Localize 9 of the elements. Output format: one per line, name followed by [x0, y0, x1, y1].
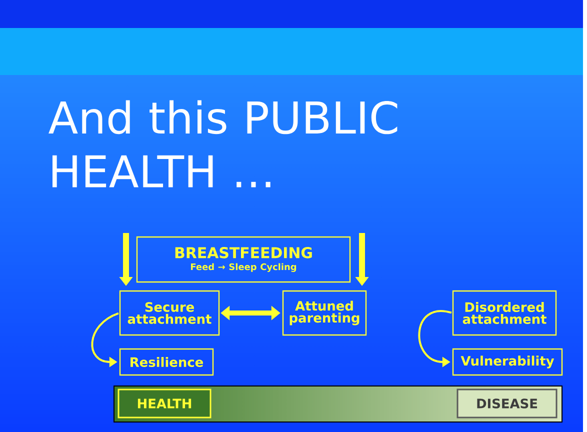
process-box: BREASTFEEDING Feed → Sleep Cycling — [136, 236, 351, 283]
process-box: Secure attachment — [119, 290, 220, 336]
slide-title: And this PUBLIC HEALTH … — [48, 100, 398, 188]
process-box: Disordered attachment — [452, 290, 557, 336]
end-label-box: HEALTH — [118, 388, 212, 418]
end-label-box: DISEASE — [456, 388, 558, 418]
process-box: Attuned parenting — [282, 290, 367, 336]
outcome-box: Vulnerability — [452, 348, 563, 376]
outcome-box: Resilience — [119, 348, 214, 376]
